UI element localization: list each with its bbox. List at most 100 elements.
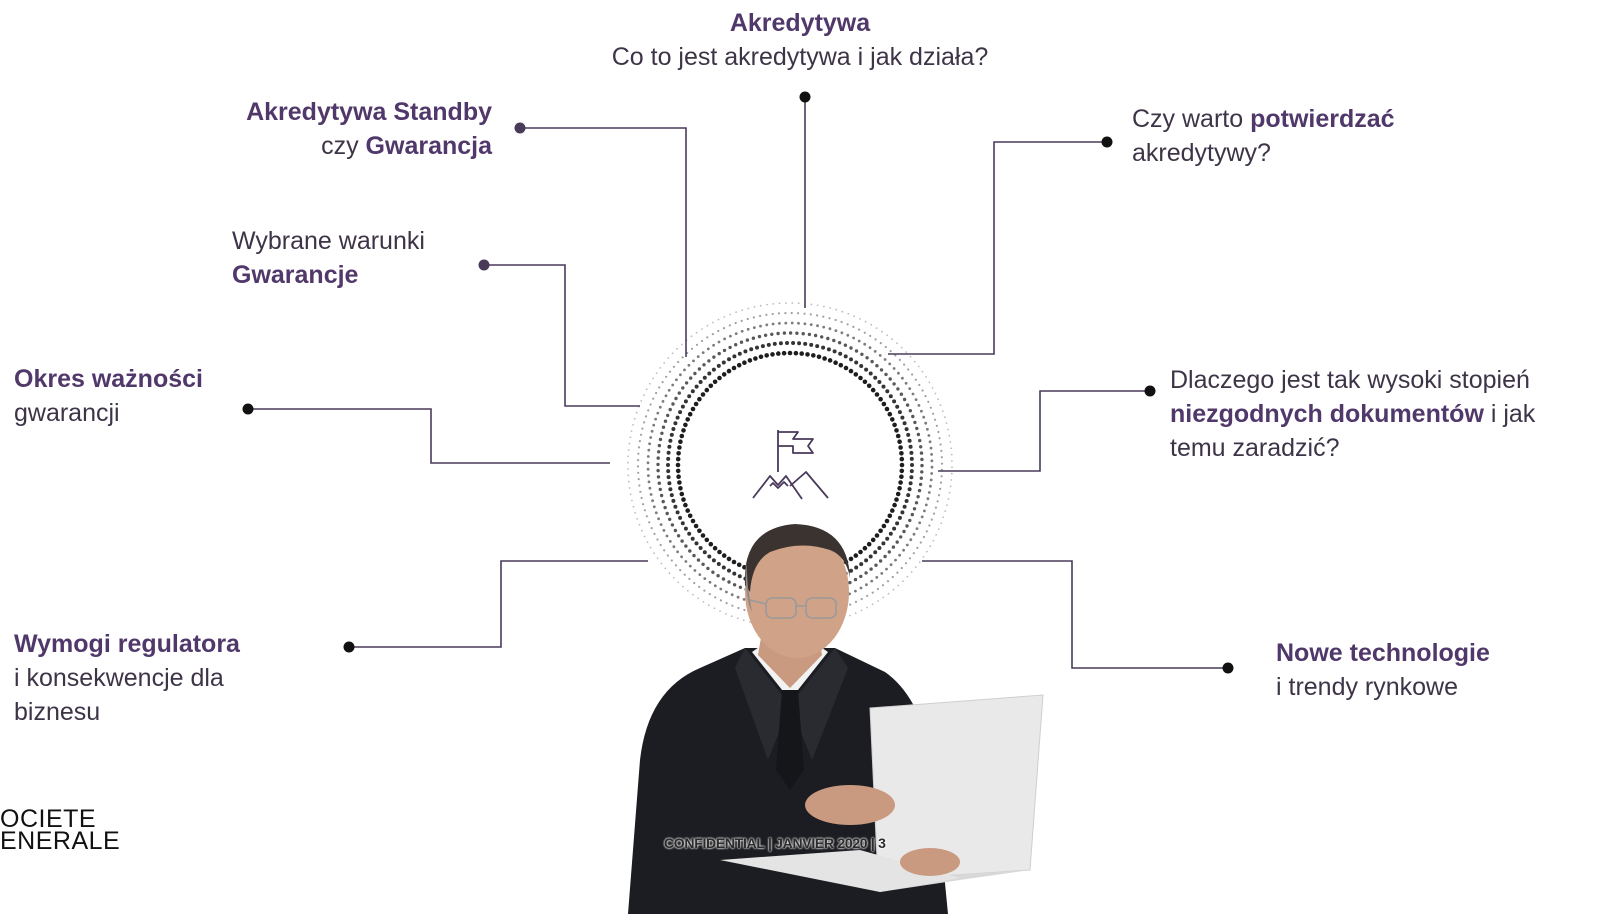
halo-dot [653, 552, 655, 554]
halo-dot [908, 387, 912, 390]
halo-dot [678, 515, 683, 520]
halo-dot [884, 518, 890, 524]
halo-dot [788, 331, 793, 335]
halo-dot [671, 498, 676, 503]
halo-dot [860, 352, 864, 356]
halo-dot [908, 481, 913, 486]
halo-dot [803, 312, 806, 315]
halo-dot [854, 565, 859, 570]
halo-dot [943, 416, 946, 419]
halo-dot [647, 480, 651, 484]
halo-dot [906, 493, 911, 498]
halo-dot [661, 499, 665, 504]
halo-dot [685, 508, 690, 513]
halo-dot [887, 411, 893, 417]
topic-niezgodne-bold: niezgodnych dokumentów [1170, 400, 1484, 428]
halo-dot [689, 376, 693, 380]
halo-dot [707, 359, 711, 363]
halo-dot [676, 474, 681, 480]
halo-dot [911, 414, 915, 419]
halo-dot [649, 436, 653, 439]
halo-dot [693, 523, 699, 529]
halo-dot [940, 475, 943, 478]
connector-niezgodne [938, 390, 1150, 472]
halo-dot [737, 574, 742, 579]
halo-dot [816, 314, 819, 317]
footer-sep2: | [867, 835, 879, 851]
topic-regulator-text2: biznesu [14, 698, 101, 726]
halo-dot [737, 351, 742, 356]
halo-dot [899, 462, 905, 468]
topic-standby-pre: czy [321, 132, 366, 160]
halo-dot [629, 493, 632, 496]
halo-dot [640, 496, 643, 500]
halo-dot [706, 336, 709, 339]
halo-dot [678, 486, 683, 491]
halo-dot [870, 387, 876, 393]
halo-dot [683, 368, 686, 372]
halo-dot [897, 584, 900, 587]
halo-dot [939, 481, 943, 484]
halo-dot [921, 389, 924, 392]
halo-dot [721, 372, 727, 377]
halo-dot [929, 446, 933, 450]
halo-dot [874, 533, 880, 538]
endpoint-dot-akredytywa [799, 91, 811, 103]
halo-dot [656, 411, 660, 415]
halo-dot [760, 344, 765, 349]
halo-dot [671, 427, 676, 431]
halo-dot [680, 539, 684, 543]
halo-dot [668, 540, 672, 543]
halo-dot [886, 334, 888, 337]
halo-dot [917, 365, 920, 368]
halo-dot [673, 504, 678, 509]
halo-dot [906, 575, 909, 578]
halo-dot [637, 459, 640, 462]
halo-dot [740, 329, 744, 333]
halo-dot [809, 313, 812, 316]
halo-dot [843, 354, 848, 359]
halo-dot [657, 481, 661, 485]
halo-dot [731, 604, 734, 607]
halo-dot [729, 313, 732, 316]
halo-dot [863, 331, 866, 334]
halo-dot [717, 549, 722, 555]
halo-dot [942, 516, 945, 519]
halo-dot [950, 472, 953, 475]
halo-dot [719, 587, 723, 591]
halo-dot [687, 411, 693, 417]
halo-dot [701, 351, 705, 354]
halo-dot [636, 518, 639, 520]
halo-dot [672, 577, 675, 579]
halo-dot [907, 487, 912, 492]
halo-dot [708, 593, 711, 596]
halo-dot [685, 417, 690, 422]
halo-dot [909, 450, 914, 455]
halo-dot [725, 612, 727, 615]
halo-dot [951, 466, 953, 469]
halo-dot [950, 479, 953, 481]
halo-dot [707, 604, 710, 607]
halo-dot [948, 491, 951, 494]
halo-dot [914, 378, 917, 381]
halo-dot [667, 444, 672, 449]
halo-dot [892, 502, 897, 508]
halo-dot [698, 573, 702, 576]
halo-dot [646, 541, 649, 543]
halo-dot [799, 351, 804, 356]
halo-dot [835, 308, 838, 311]
halo-dot [735, 311, 737, 314]
halo-dot [627, 455, 630, 458]
halo-dot [926, 497, 930, 501]
halo-dot [865, 583, 868, 587]
halo-dot [690, 389, 695, 394]
halo-dot [912, 507, 917, 511]
endpoint-dot-regulator [343, 641, 355, 653]
halo-dot [901, 376, 904, 380]
halo-dot [721, 565, 726, 570]
halo-dot [690, 518, 696, 524]
halo-dot [693, 581, 696, 585]
halo-dot [807, 332, 812, 337]
halo-dot [828, 327, 832, 331]
halo-dot [914, 398, 918, 401]
